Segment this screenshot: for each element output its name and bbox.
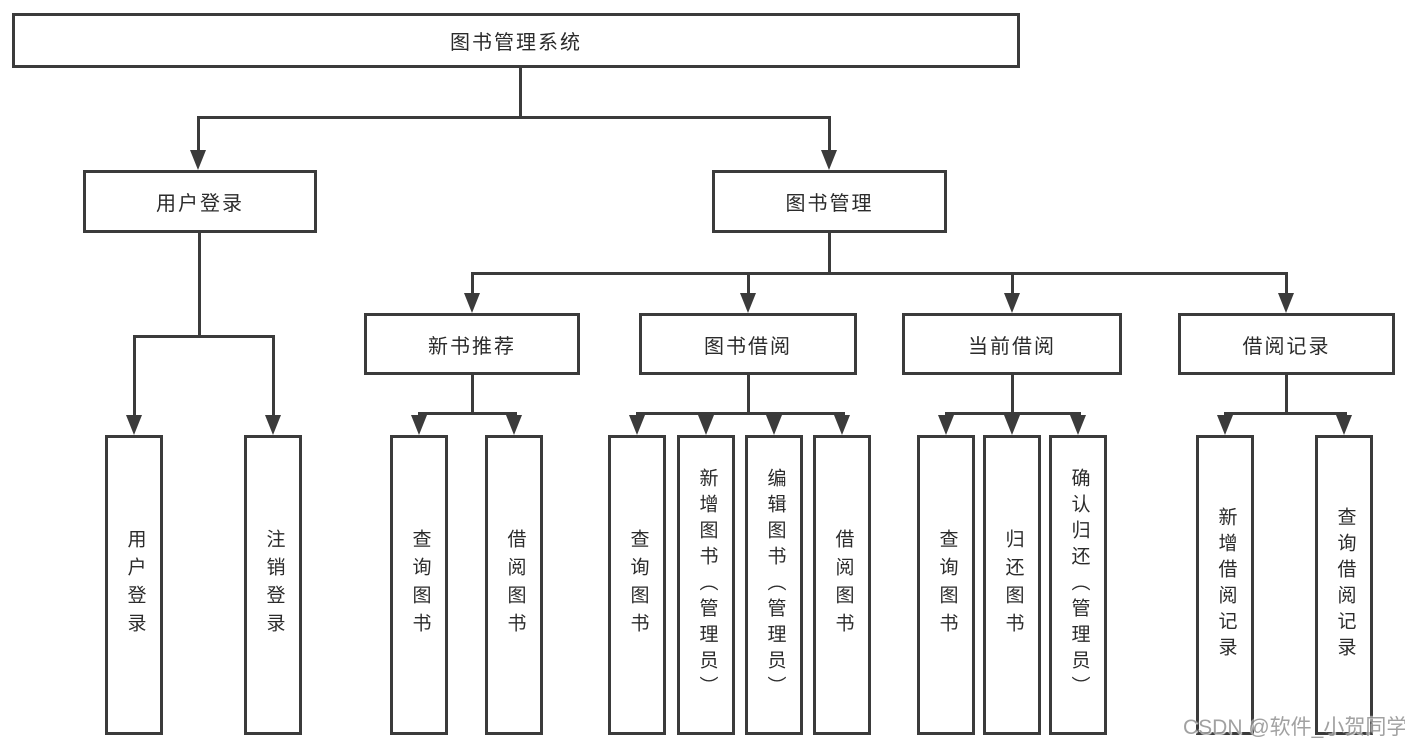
node-query-borrow-record: 查询借阅记录 <box>1315 435 1373 735</box>
arrowhead-add-borrow-record <box>1217 415 1233 435</box>
connector-book-management-stem <box>828 231 831 274</box>
node-user-login-leaf: 用户登录 <box>105 435 163 735</box>
arrowhead-new-book <box>464 293 480 313</box>
node-edit-books-admin: 编辑图书（管理员） <box>745 435 803 735</box>
node-logout: 注销登录 <box>244 435 302 735</box>
node-label: 查询图书 <box>409 529 431 641</box>
node-query-books-borrow: 查询图书 <box>608 435 666 735</box>
node-book-management: 图书管理 <box>712 170 947 233</box>
node-label: 用户登录 <box>156 193 244 215</box>
connector-drop-login-leaf <box>133 335 136 415</box>
arrowhead-current-borrow <box>1004 293 1020 313</box>
node-confirm-return-admin: 确认归还（管理员） <box>1049 435 1107 735</box>
connector-level2-branch <box>471 272 1287 275</box>
node-label: 归还图书 <box>1002 529 1024 641</box>
node-label: 借阅记录 <box>1242 335 1331 358</box>
node-return-books: 归还图书 <box>983 435 1041 735</box>
node-label: 图书管理 <box>785 193 874 215</box>
connector-root-stem <box>519 66 522 118</box>
node-label: 注销登录 <box>263 529 285 641</box>
node-label: 查询借阅记录 <box>1334 507 1356 663</box>
connector-current-borrow-branch <box>945 412 1081 415</box>
node-add-books-admin: 新增图书（管理员） <box>677 435 735 735</box>
node-label: 用户登录 <box>124 529 146 641</box>
connector-level1-branch <box>197 116 831 119</box>
arrowhead-return-books <box>1004 415 1020 435</box>
node-label: 确认归还（管理员） <box>1068 468 1090 702</box>
arrowhead-logout-leaf <box>265 415 281 435</box>
connector-new-book-branch <box>418 412 517 415</box>
arrowhead-book-borrow <box>740 293 756 313</box>
arrowhead-query-books-recommend <box>411 415 427 435</box>
connector-new-book-stem <box>471 373 474 414</box>
node-add-borrow-record: 新增借阅记录 <box>1196 435 1254 735</box>
connector-drop-user-login <box>197 116 200 152</box>
node-user-login: 用户登录 <box>83 170 317 233</box>
connector-user-login-branch <box>133 335 274 338</box>
node-label: 图书管理系统 <box>450 32 582 54</box>
node-label: 图书借阅 <box>704 335 792 358</box>
arrowhead-confirm-return-admin <box>1070 415 1086 435</box>
arrowhead-query-borrow-record <box>1336 415 1352 435</box>
connector-drop-current-borrow <box>1011 272 1014 293</box>
node-borrow-books-recommend: 借阅图书 <box>485 435 543 735</box>
connector-book-borrow-stem <box>747 373 750 414</box>
node-label: 新增图书（管理员） <box>696 468 718 702</box>
node-label: 借阅图书 <box>504 529 526 641</box>
arrowhead-borrow-records <box>1278 293 1294 313</box>
arrowhead-book-management <box>821 150 837 170</box>
arrowhead-edit-books-admin <box>766 415 782 435</box>
node-current-borrowing: 当前借阅 <box>902 313 1122 375</box>
arrowhead-user-login <box>190 150 206 170</box>
node-label: 编辑图书（管理员） <box>764 468 786 702</box>
arrowhead-query-books-current <box>938 415 954 435</box>
connector-book-borrow-branch <box>636 412 845 415</box>
node-label: 查询图书 <box>936 529 958 641</box>
node-label: 查询图书 <box>627 529 649 641</box>
node-query-books-recommend: 查询图书 <box>390 435 448 735</box>
node-label: 借阅图书 <box>832 529 854 641</box>
connector-borrow-records-branch <box>1224 412 1347 415</box>
node-library-management-system: 图书管理系统 <box>12 13 1020 68</box>
connector-drop-logout-leaf <box>272 335 275 415</box>
connector-current-borrow-stem <box>1011 373 1014 414</box>
node-borrow-books-borrow: 借阅图书 <box>813 435 871 735</box>
connector-drop-book-management <box>828 116 831 152</box>
connector-drop-borrow-records <box>1285 272 1288 293</box>
connector-borrow-records-stem <box>1285 373 1288 414</box>
arrowhead-add-books-admin <box>698 415 714 435</box>
connector-drop-new-book <box>471 272 474 293</box>
arrowhead-borrow-books-borrow <box>834 415 850 435</box>
arrowhead-query-books-borrow <box>629 415 645 435</box>
node-label: 新书推荐 <box>428 335 516 358</box>
node-label: 当前借阅 <box>968 335 1056 358</box>
node-new-book-recommendation: 新书推荐 <box>364 313 580 375</box>
node-query-books-current: 查询图书 <box>917 435 975 735</box>
arrowhead-login-leaf <box>126 415 142 435</box>
node-borrowing-records: 借阅记录 <box>1178 313 1395 375</box>
connector-user-login-stem <box>198 231 201 337</box>
connector-drop-book-borrow <box>747 272 750 293</box>
node-label: 新增借阅记录 <box>1215 507 1237 663</box>
arrowhead-borrow-books-recommend <box>506 415 522 435</box>
csdn-watermark: CSDN @软件_小贺同学 <box>1183 716 1405 739</box>
node-book-borrowing: 图书借阅 <box>639 313 857 375</box>
